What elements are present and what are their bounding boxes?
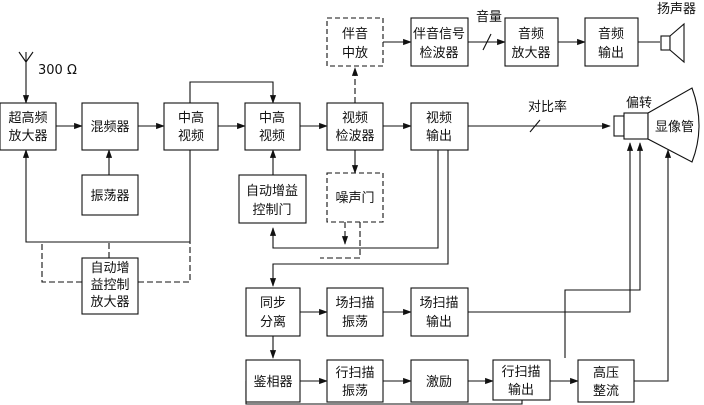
svg-text:控制门: 控制门 bbox=[252, 203, 291, 218]
block-phase-detector: 鉴相器 bbox=[245, 359, 301, 403]
block-sync-separator: 同步 分离 bbox=[245, 287, 301, 337]
svg-text:振荡器: 振荡器 bbox=[90, 189, 129, 204]
agcamp-feedback-dashed-line bbox=[138, 242, 191, 283]
svg-text:中高: 中高 bbox=[259, 110, 285, 126]
svg-text:中放: 中放 bbox=[342, 46, 368, 61]
svg-text:鉴相器: 鉴相器 bbox=[253, 375, 292, 390]
videoout-to-sync-arrow bbox=[269, 150, 449, 287]
volume-label: 音量 bbox=[476, 9, 502, 25]
videoout-to-agcgate-arrow bbox=[269, 150, 439, 249]
if-loop-arrow bbox=[189, 81, 277, 104]
svg-text:中高: 中高 bbox=[178, 110, 204, 126]
svg-text:检波器: 检波器 bbox=[419, 46, 458, 61]
agc-to-uhf-arrow bbox=[22, 149, 191, 243]
svg-text:检波器: 检波器 bbox=[335, 129, 374, 144]
svg-text:噪声门: 噪声门 bbox=[335, 191, 374, 206]
block-video-detector: 视频 检波器 bbox=[326, 102, 384, 151]
block-mixer: 混频器 bbox=[81, 102, 139, 151]
block-if1: 中高 视频 bbox=[163, 102, 219, 151]
svg-text:高压: 高压 bbox=[593, 365, 619, 381]
svg-text:振荡: 振荡 bbox=[342, 315, 368, 330]
block-noise-gate: 噪声门 bbox=[326, 172, 384, 223]
svg-text:输出: 输出 bbox=[426, 128, 452, 144]
contrast-label: 对比率 bbox=[528, 99, 567, 115]
block-audio-output: 音频 输出 bbox=[584, 17, 639, 67]
svg-text:自动增: 自动增 bbox=[90, 261, 129, 276]
connections bbox=[22, 33, 672, 405]
volume-tick bbox=[482, 33, 492, 51]
deflection-label: 偏转 bbox=[626, 96, 652, 111]
svg-text:混频器: 混频器 bbox=[90, 120, 129, 135]
svg-text:视频: 视频 bbox=[178, 129, 204, 144]
svg-text:场扫描: 场扫描 bbox=[335, 296, 374, 311]
svg-text:分离: 分离 bbox=[260, 314, 286, 330]
svg-text:行扫描: 行扫描 bbox=[335, 366, 374, 381]
noisegate-to-sync-dashed-line bbox=[320, 222, 361, 259]
block-vertical-osc: 场扫描 振荡 bbox=[326, 287, 384, 337]
block-sound-if: 伴音 中放 bbox=[326, 17, 384, 67]
crt-label: 显像管 bbox=[655, 120, 694, 135]
speaker-icon bbox=[660, 22, 685, 64]
block-agc-gate: 自动增益 控制门 bbox=[238, 174, 307, 224]
svg-text:伴音信号: 伴音信号 bbox=[413, 26, 465, 42]
svg-text:视频: 视频 bbox=[342, 111, 368, 126]
block-hv-rectifier: 高压 整流 bbox=[577, 359, 635, 403]
svg-text:视频: 视频 bbox=[259, 129, 285, 144]
contrast-tick bbox=[529, 119, 541, 133]
svg-text:放大器: 放大器 bbox=[8, 129, 47, 144]
svg-text:音频: 音频 bbox=[518, 26, 544, 42]
svg-text:输出: 输出 bbox=[426, 314, 452, 330]
svg-text:整流: 整流 bbox=[593, 384, 619, 399]
block-video-output: 视频 输出 bbox=[410, 102, 469, 151]
block-oscillator: 振荡器 bbox=[81, 174, 139, 216]
block-vertical-output: 场扫描 输出 bbox=[410, 287, 469, 337]
svg-text:场扫描: 场扫描 bbox=[419, 296, 458, 311]
vout-to-yoke-arrow bbox=[468, 142, 634, 313]
svg-text:放大器: 放大器 bbox=[511, 46, 550, 61]
block-horizontal-osc: 行扫描 振荡 bbox=[326, 359, 384, 403]
svg-text:激励: 激励 bbox=[426, 375, 452, 390]
block-uhf-amp: 超高频 放大器 bbox=[0, 102, 57, 151]
hout-to-yoke-arrow bbox=[564, 142, 644, 358]
antenna-label: 300 Ω bbox=[38, 63, 77, 78]
svg-text:同步: 同步 bbox=[260, 296, 286, 311]
crt-icon bbox=[613, 87, 700, 163]
block-sound-detector: 伴音信号 检波器 bbox=[410, 17, 469, 67]
svg-text:伴音: 伴音 bbox=[342, 26, 368, 42]
svg-text:输出: 输出 bbox=[508, 382, 534, 398]
agcamp-left-dashed-line bbox=[41, 242, 82, 283]
block-audio-amp: 音频 放大器 bbox=[504, 17, 559, 67]
svg-text:振荡: 振荡 bbox=[342, 384, 368, 399]
svg-text:行扫描: 行扫描 bbox=[501, 365, 540, 380]
svg-text:益控制: 益控制 bbox=[90, 278, 129, 293]
block-driver: 激励 bbox=[410, 359, 469, 403]
block-horizontal-output: 行扫描 输出 bbox=[492, 359, 551, 401]
antenna-icon bbox=[18, 51, 34, 63]
svg-text:视频: 视频 bbox=[426, 111, 452, 126]
speaker-label: 扬声器 bbox=[657, 2, 696, 17]
svg-text:自动增益: 自动增益 bbox=[246, 184, 298, 199]
svg-text:输出: 输出 bbox=[598, 45, 624, 61]
block-agc-amp: 自动增 益控制 放大器 bbox=[81, 257, 139, 315]
svg-text:放大器: 放大器 bbox=[90, 295, 129, 310]
svg-text:音频: 音频 bbox=[598, 26, 624, 42]
block-if2: 中高 视频 bbox=[244, 102, 301, 151]
hv-to-crt-arrow bbox=[634, 149, 672, 382]
svg-text:超高频: 超高频 bbox=[8, 110, 47, 126]
